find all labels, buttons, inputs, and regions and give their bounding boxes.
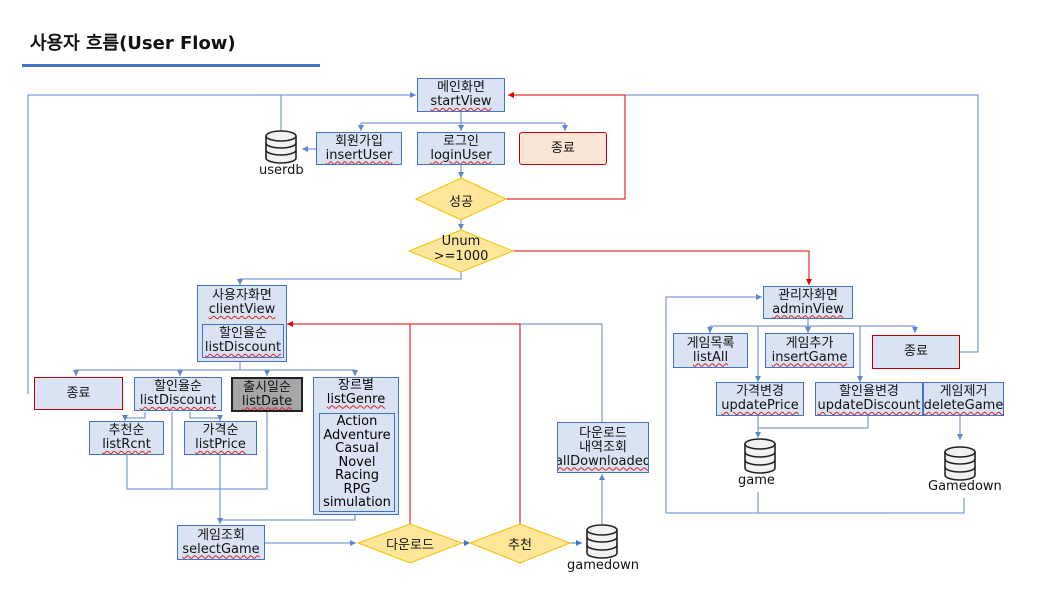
login-user-fn: loginUser	[430, 147, 492, 163]
update-discount-fn: updateDiscount	[817, 398, 921, 413]
userdb-icon	[265, 130, 297, 164]
genre-item[interactable]: Novel	[338, 454, 376, 470]
list-genre-box[interactable]: 장르별 listGenre Action Adventure Casual No…	[313, 377, 399, 515]
exit-top-label: 종료	[551, 140, 575, 156]
admin-view-name: 관리자화면	[778, 287, 838, 303]
select-game-fn: selectGame	[182, 541, 260, 557]
delete-game-name: 게임제거	[939, 384, 988, 399]
list-date-name: 출시일순	[243, 379, 291, 395]
download-history-name: 다운로드	[579, 425, 627, 441]
list-discount-name: 할인율순	[154, 379, 202, 394]
download-history-name2: 내역조회	[579, 439, 627, 455]
update-price-name: 가격변경	[736, 384, 784, 399]
gamedown-db-bottom-icon	[586, 524, 618, 559]
userdb-label: userdb	[259, 163, 304, 178]
insert-user-box[interactable]: 회원가입 insertUser	[316, 132, 402, 165]
client-discount-fn: listDiscount	[204, 340, 282, 355]
genre-item[interactable]: Casual	[335, 441, 379, 456]
client-view-name: 사용자화면	[212, 288, 272, 303]
list-all-name: 게임목록	[686, 335, 735, 351]
insert-user-fn: insertUser	[325, 147, 393, 163]
login-user-name: 로그인	[443, 133, 479, 149]
game-db-label: game	[738, 473, 775, 488]
exit-right-box[interactable]: 종료	[872, 335, 960, 369]
download-history-fn: allDownloaded	[557, 453, 649, 469]
admin-view-box[interactable]: 관리자화면 adminView	[763, 286, 853, 319]
list-all-box[interactable]: 게임목록 listAll	[673, 333, 748, 368]
insert-user-name: 회원가입	[335, 133, 383, 149]
genre-item[interactable]: RPG	[343, 481, 371, 497]
start-view-fn: startView	[430, 94, 492, 109]
exit-left-box[interactable]: 종료	[34, 377, 123, 410]
genre-list: Action Adventure Casual Novel Racing RPG…	[319, 413, 395, 512]
list-price-name: 가격순	[202, 423, 239, 438]
title-underline	[22, 64, 320, 67]
unum-label-line1: Unum	[441, 234, 481, 249]
recommend-label: 추천	[508, 538, 532, 553]
list-price-box[interactable]: 가격순 listPrice	[184, 421, 257, 455]
start-view-box[interactable]: 메인화면 startView	[417, 78, 505, 112]
list-rcnt-name: 추천순	[108, 423, 145, 438]
download-label: 다운로드	[386, 538, 434, 553]
list-discount-fn: listDiscount	[139, 393, 217, 408]
genre-item[interactable]: Racing	[335, 468, 379, 483]
admin-view-fn: adminView	[772, 301, 844, 317]
exit-left-label: 종료	[66, 385, 91, 401]
list-discount-box[interactable]: 할인율순 listDiscount	[134, 377, 222, 411]
update-price-fn: updatePrice	[721, 398, 799, 413]
gamedown-db-right-icon	[944, 446, 976, 481]
unum-label: Unum >=1000	[431, 234, 491, 264]
delete-game-box[interactable]: 게임제거 deleteGame	[923, 382, 1004, 416]
exit-right-label: 종료	[904, 344, 928, 359]
delete-game-fn: deleteGame	[923, 398, 1004, 413]
start-view-name: 메인화면	[437, 80, 485, 95]
client-discount-box[interactable]: 할인율순 listDiscount	[202, 324, 284, 358]
list-genre-name: 장르별	[338, 378, 374, 393]
update-price-box[interactable]: 가격변경 updatePrice	[716, 382, 804, 416]
list-rcnt-fn: listRcnt	[102, 437, 151, 452]
download-history-box[interactable]: 다운로드 내역조회 allDownloaded	[557, 422, 649, 473]
unum-decision	[407, 229, 515, 273]
genre-item[interactable]: Action	[336, 414, 378, 429]
success-decision	[414, 177, 508, 221]
unum-label-line2: >=1000	[433, 249, 489, 264]
select-game-name: 게임조회	[197, 527, 245, 543]
genre-item[interactable]: Adventure	[323, 427, 391, 443]
recommend-decision	[468, 523, 572, 564]
select-game-box[interactable]: 게임조회 selectGame	[177, 525, 265, 560]
exit-top-box[interactable]: 종료	[519, 132, 607, 165]
list-rcnt-box[interactable]: 추천순 listRcnt	[89, 421, 164, 455]
game-db-icon	[744, 438, 776, 474]
list-price-fn: listPrice	[195, 437, 246, 452]
login-user-box[interactable]: 로그인 loginUser	[417, 132, 505, 165]
genre-item[interactable]: simulation	[323, 495, 391, 510]
list-genre-fn: listGenre	[326, 391, 386, 407]
client-view-fn: clientView	[208, 302, 276, 317]
insert-game-fn: insertGame	[771, 349, 848, 365]
gamedown-right-label: Gamedown	[928, 479, 1002, 494]
list-date-fn: listDate	[241, 393, 293, 409]
update-discount-box[interactable]: 할인율변경 updateDiscount	[815, 382, 923, 416]
page-title: 사용자 흐름(User Flow)	[30, 33, 236, 54]
update-discount-name: 할인율변경	[839, 384, 899, 399]
list-all-fn: listAll	[692, 349, 729, 365]
client-discount-name: 할인율순	[219, 326, 267, 341]
download-decision	[356, 523, 464, 564]
insert-game-box[interactable]: 게임추가 insertGame	[765, 333, 854, 368]
gamedown-bottom-label: gamedown	[567, 558, 639, 573]
list-date-box[interactable]: 출시일순 listDate	[231, 377, 303, 412]
insert-game-name: 게임추가	[785, 335, 834, 351]
success-label: 성공	[449, 195, 473, 210]
